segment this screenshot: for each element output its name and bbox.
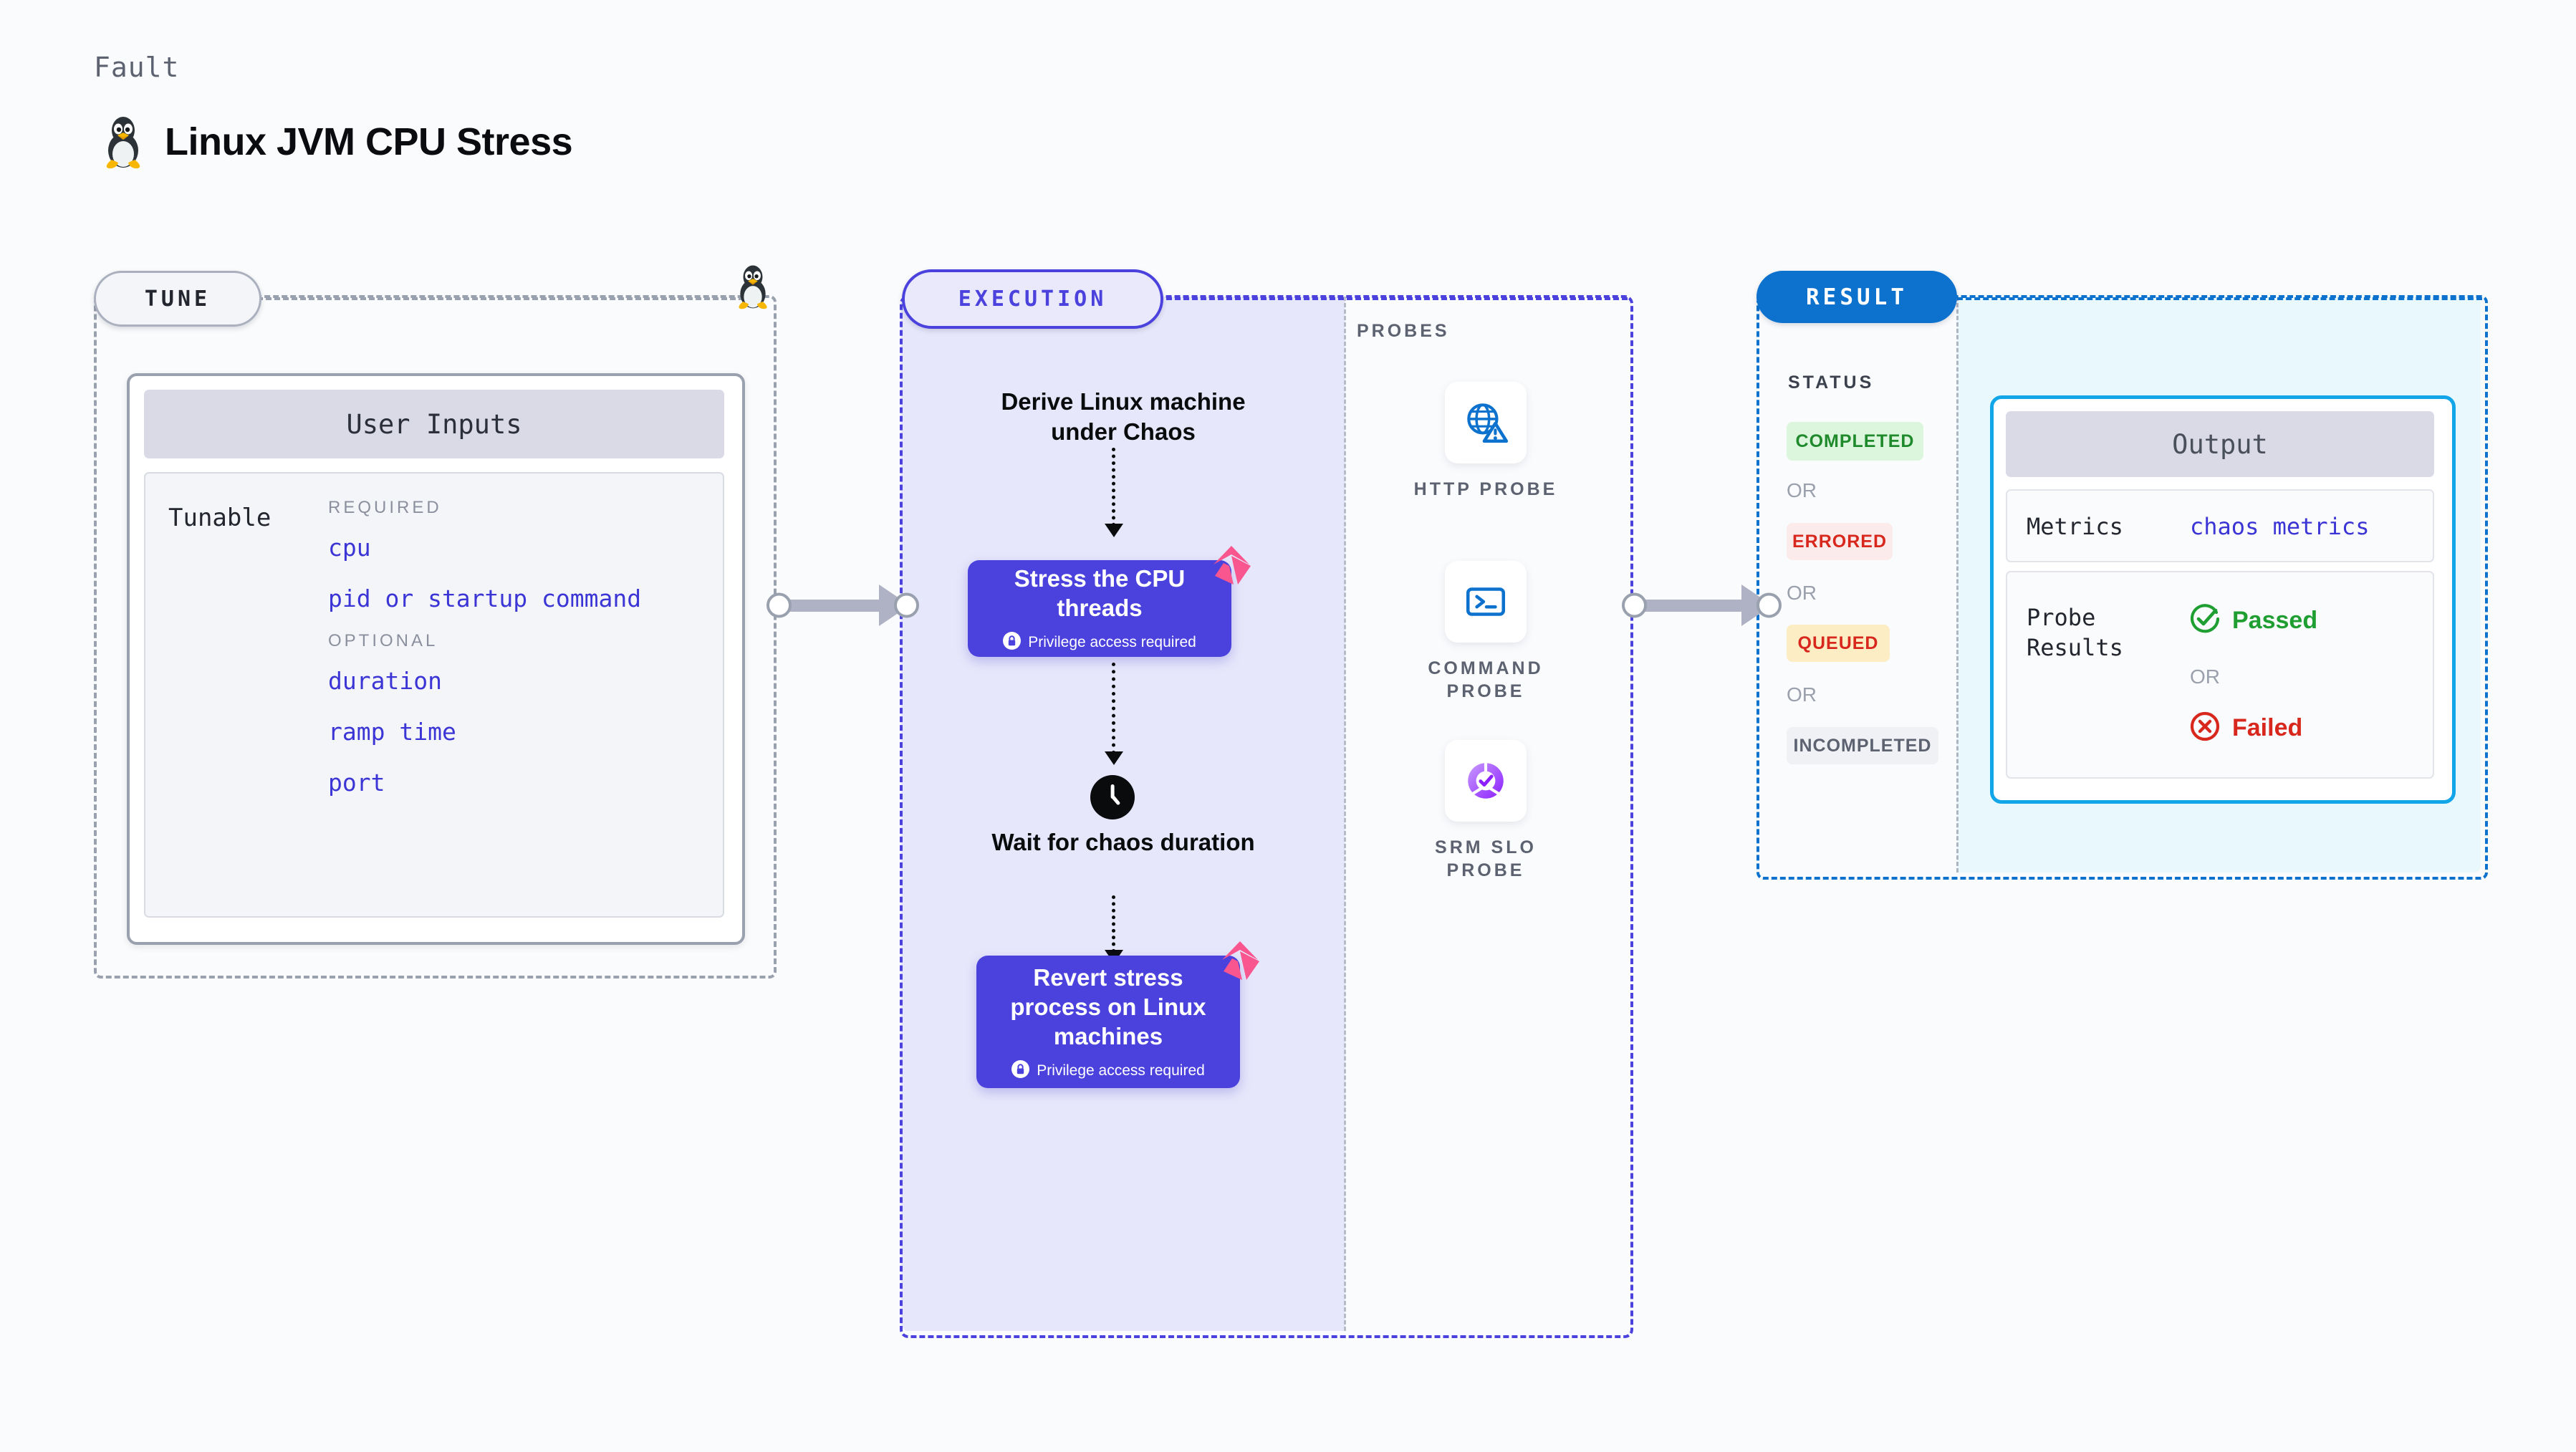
- probe-http-label: HTTP PROBE: [1413, 479, 1558, 499]
- connector-start-dot: [766, 592, 792, 618]
- flow-arrowhead: [1105, 524, 1123, 537]
- privilege-note: Privilege access required: [1011, 1059, 1205, 1082]
- probe-result-or-separator: OR: [2190, 665, 2220, 688]
- status-badge-completed: COMPLETED: [1787, 422, 1923, 461]
- status-or-separator: OR: [1787, 479, 1817, 501]
- section-pill-execution[interactable]: EXECUTION: [902, 269, 1163, 329]
- lock-icon: [1011, 1059, 1030, 1082]
- status-or-separator: OR: [1787, 582, 1817, 604]
- result-status-region-fill: [1758, 297, 1957, 872]
- execution-probes-region: [900, 295, 1633, 1338]
- tune-region: [94, 295, 777, 979]
- probe-command[interactable]: COMMAND PROBE: [1393, 561, 1579, 703]
- privilege-note-text: Privilege access required: [1028, 634, 1196, 650]
- tunable-list: REQUIRED cpu pid or startup command OPTI…: [328, 498, 708, 819]
- tunable-group-label-optional: OPTIONAL: [328, 631, 438, 650]
- execution-step-derive-label: Derive Linux machine under Chaos: [1001, 388, 1246, 445]
- slo-donut-check-icon: [1445, 740, 1527, 822]
- globe-warning-icon: [1445, 382, 1527, 463]
- probe-result-failed-label: Failed: [2232, 714, 2303, 741]
- chaos-mark-icon: [1209, 544, 1254, 586]
- connector-end-dot: [1756, 592, 1782, 618]
- section-pill-result[interactable]: RESULT: [1756, 271, 1957, 323]
- tune-region-top-edge: [257, 297, 744, 300]
- check-circle-icon: [2190, 604, 2220, 638]
- probe-command-label: COMMAND PROBE: [1428, 658, 1544, 701]
- connector-tune-to-execution: [766, 585, 919, 626]
- output-metrics-key: Metrics: [2027, 513, 2123, 540]
- execution-node-stress-cpu[interactable]: Stress the CPU threads Privilege access …: [968, 560, 1231, 657]
- tunable-group-label-required: REQUIRED: [328, 498, 442, 517]
- result-region-top-edge: [1957, 297, 2482, 300]
- linux-penguin-icon: [734, 264, 772, 309]
- chaos-mark-icon: [1218, 940, 1262, 981]
- user-inputs-card: User Inputs Tunable REQUIRED cpu pid or …: [127, 373, 745, 945]
- privilege-note: Privilege access required: [1003, 632, 1196, 653]
- execution-node-revert-stress[interactable]: Revert stress process on Linux machines …: [976, 956, 1240, 1088]
- probe-srm-slo-label: SRM SLO PROBE: [1435, 837, 1537, 880]
- probe-result-passed-label: Passed: [2232, 607, 2318, 634]
- result-output-divider: [1956, 297, 1959, 872]
- status-or-separator: OR: [1787, 683, 1817, 706]
- flow-connector-line: [1112, 895, 1115, 953]
- output-metrics-value[interactable]: chaos metrics: [2190, 513, 2370, 540]
- connector-end-dot: [894, 592, 919, 618]
- tunable-item-ramp-time[interactable]: ramp time: [328, 718, 456, 746]
- page-title: Linux JVM CPU Stress: [165, 120, 573, 163]
- tunable-item-pid-or-startup-command[interactable]: pid or startup command: [328, 585, 642, 612]
- connector-bar: [1630, 599, 1742, 612]
- tunable-item-port[interactable]: port: [328, 769, 385, 797]
- output-metrics-row: Metrics chaos metrics: [2006, 489, 2434, 562]
- execution-step-wait-label: Wait for chaos duration: [991, 829, 1255, 855]
- execution-node-title: Revert stress process on Linux machines: [1010, 963, 1206, 1049]
- probe-http[interactable]: HTTP PROBE: [1393, 382, 1579, 501]
- page-eyebrow: Fault: [94, 52, 180, 83]
- user-inputs-card-body: Tunable REQUIRED cpu pid or startup comm…: [144, 472, 724, 918]
- output-probe-results-row: Probe Results Passed OR: [2006, 571, 2434, 779]
- linux-penguin-icon: [100, 115, 146, 169]
- probes-section-label: PROBES: [1357, 321, 1450, 341]
- status-badge-incompleted: INCOMPLETED: [1787, 727, 1938, 764]
- output-card: Output Metrics chaos metrics Probe Resul…: [1990, 395, 2456, 804]
- terminal-prompt-icon: [1445, 561, 1527, 643]
- privilege-note-text: Privilege access required: [1037, 1062, 1205, 1079]
- probe-srm-slo[interactable]: SRM SLO PROBE: [1393, 740, 1579, 882]
- probe-result-failed: Failed: [2190, 711, 2302, 745]
- flow-connector-line: [1112, 448, 1115, 527]
- output-probe-results-key: Probe Results: [2027, 604, 2123, 661]
- tunable-row-label: Tunable: [168, 504, 271, 532]
- execution-node-title: Stress the CPU threads: [1014, 565, 1186, 621]
- output-card-title: Output: [2006, 411, 2434, 477]
- status-badge-queued: QUEUED: [1787, 625, 1890, 662]
- status-badge-errored: ERRORED: [1787, 523, 1893, 560]
- tunable-item-cpu[interactable]: cpu: [328, 534, 371, 562]
- page-header: Linux JVM CPU Stress: [100, 115, 573, 169]
- flow-connector-line: [1112, 663, 1115, 754]
- execution-region-top-edge: [1158, 297, 1628, 300]
- connector-execution-to-result: [1622, 585, 1782, 626]
- clock-icon: [1090, 775, 1135, 819]
- lock-icon: [1003, 632, 1022, 653]
- execution-probes-divider: [1344, 297, 1346, 1331]
- user-inputs-card-title: User Inputs: [144, 390, 724, 458]
- section-pill-tune[interactable]: TUNE: [94, 271, 261, 327]
- x-circle-icon: [2190, 711, 2220, 745]
- tunable-item-duration[interactable]: duration: [328, 667, 442, 695]
- status-section-label: STATUS: [1788, 372, 1875, 393]
- connector-start-dot: [1622, 592, 1647, 618]
- flow-arrowhead: [1105, 751, 1123, 765]
- probe-result-passed: Passed: [2190, 604, 2317, 638]
- connector-bar: [775, 599, 880, 612]
